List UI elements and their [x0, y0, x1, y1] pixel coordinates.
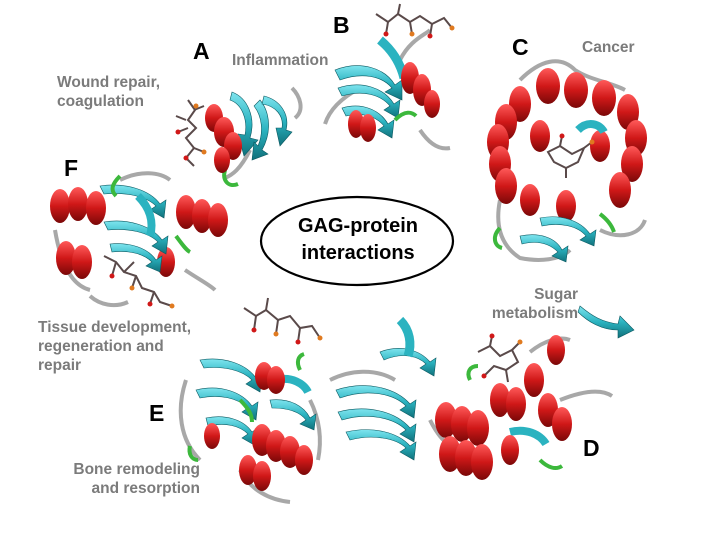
center-label-line1: GAG-protein: [298, 215, 418, 237]
panel-description-e: Bone remodeling and resorption: [73, 461, 200, 497]
protein-f: [50, 171, 228, 308]
gag-ligand-f: [103, 255, 175, 309]
gag-ligand-b: [375, 3, 455, 39]
panel-description-b: Inflammation: [232, 52, 329, 69]
center-ellipse: [259, 195, 455, 287]
center-label: GAG-protein interactions: [258, 213, 458, 267]
protein-a: [205, 86, 303, 187]
panel-description-a: Wound repair, coagulation: [57, 74, 161, 110]
panel-letter-a: A: [193, 38, 210, 64]
panel-letter-b: B: [333, 12, 350, 38]
panel-description-c: Cancer: [582, 39, 635, 56]
protein-c: [487, 59, 647, 263]
panel-description-d: Sugar metabolism: [491, 286, 578, 322]
panel-description-f: Tissue development, regeneration and rep…: [38, 319, 192, 374]
panel-letter-f: F: [64, 155, 79, 181]
protein-d: [329, 305, 635, 480]
gag-ligand-d: [477, 333, 523, 383]
center-label-line2: interactions: [301, 242, 415, 264]
panel-letter-d: D: [583, 435, 600, 461]
gag-ligand-c: [546, 133, 595, 178]
protein-e: [178, 352, 322, 504]
gag-ligand-e: [243, 297, 323, 345]
panel-letter-e: E: [149, 400, 165, 426]
panel-letter-c: C: [512, 34, 529, 60]
protein-b: [323, 28, 451, 151]
gag-ligand-a: [175, 99, 207, 167]
